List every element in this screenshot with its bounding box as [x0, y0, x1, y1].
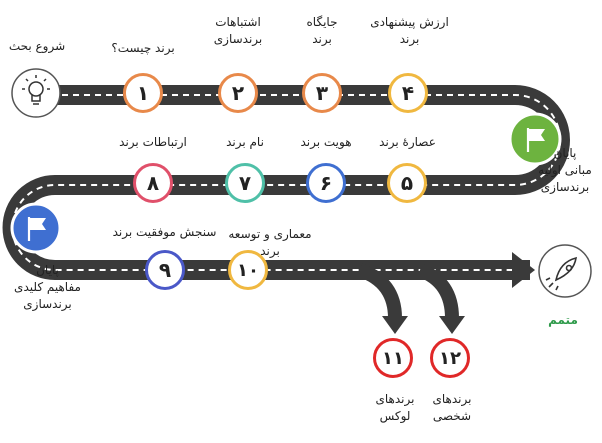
step-11-circle: ۱۱: [373, 338, 413, 378]
end-icon-circle: [538, 244, 592, 298]
step-7-label: نام برند: [226, 135, 264, 149]
start-icon-circle: [11, 68, 61, 118]
step-8-circle: ۸: [133, 163, 173, 203]
step-number: ۱۲: [439, 347, 461, 369]
step-10-label: معماری و توسعه برند: [228, 227, 312, 258]
step-number: ۱: [136, 81, 150, 105]
step-1-label: برند چیست؟: [111, 41, 175, 55]
milestone-1-label: پایان مبانی اولیه برندسازی: [538, 146, 592, 194]
step-5-label: عصارهٔ برند: [379, 135, 436, 149]
step-2-label: اشتباهات برندسازی: [213, 15, 263, 46]
branch-luxury-arrowhead: [382, 316, 408, 334]
step-12-circle: ۱۲: [430, 338, 470, 378]
step-2-circle: ۲: [218, 73, 258, 113]
step-12-label: برندهای شخصی: [432, 392, 472, 423]
step-7-circle: ۷: [225, 163, 265, 203]
step-10-circle: ۱۰: [228, 250, 268, 290]
step-4-circle: ۴: [388, 73, 428, 113]
start-label: شروع بحث: [8, 39, 66, 53]
step-11-label: برندهای لوکس: [375, 392, 415, 423]
step-6-label: هویت برند: [300, 135, 352, 149]
lightbulb-icon: [22, 75, 50, 105]
step-number: ۲: [231, 81, 245, 105]
step-4-label: ارزش پیشنهادی برند: [370, 15, 449, 46]
milestone-2-label: پایان مفاهیم کلیدی برندسازی: [14, 263, 81, 311]
step-number: ۶: [319, 171, 333, 195]
brand-logo: متمم: [548, 313, 578, 327]
step-number: ۱۰: [237, 259, 259, 281]
road-dashes: [11, 94, 561, 271]
step-9-circle: ۹: [145, 250, 185, 290]
step-number: ۷: [238, 171, 252, 195]
rocket-icon: [545, 256, 577, 291]
step-3-label: جایگاه برند: [306, 15, 338, 46]
step-5-circle: ۵: [387, 163, 427, 203]
step-number: ۵: [400, 171, 414, 195]
step-6-circle: ۶: [306, 163, 346, 203]
step-8-label: ارتباطات برند: [119, 135, 187, 149]
step-3-circle: ۳: [302, 73, 342, 113]
step-number: ۹: [158, 258, 172, 282]
step-number: ۳: [315, 81, 329, 105]
step-1-circle: ۱: [123, 73, 163, 113]
branch-personal-arrowhead: [439, 316, 465, 334]
branch-personal: [417, 263, 459, 319]
step-number: ۴: [401, 81, 415, 105]
flag-icon: [526, 128, 545, 152]
step-number: ۸: [146, 171, 160, 195]
step-number: ۱۱: [382, 347, 404, 369]
branch-luxury: [357, 263, 402, 319]
road-arrowhead: [512, 252, 535, 288]
step-9-label: سنجش موفقیت برند: [112, 225, 217, 239]
flag-icon: [27, 217, 46, 241]
